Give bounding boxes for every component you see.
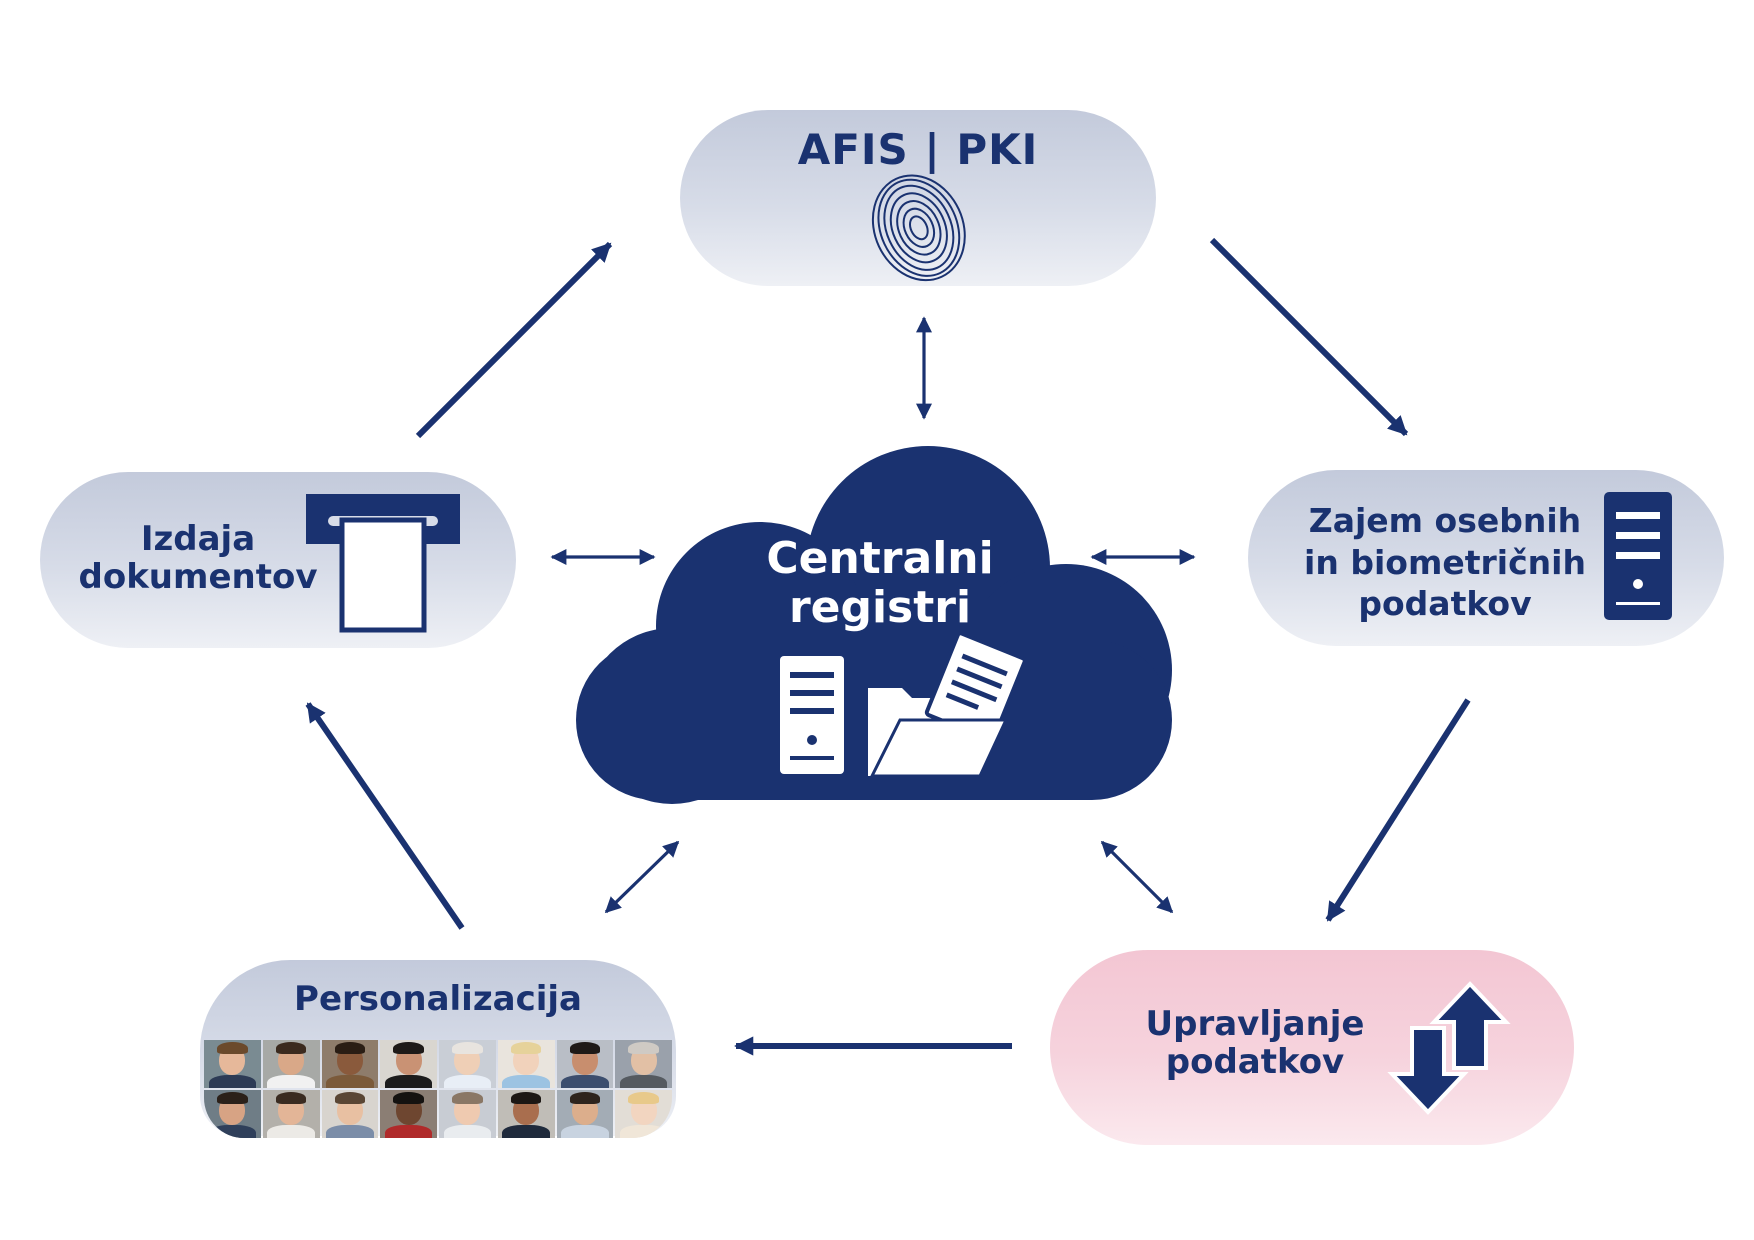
portrait-body bbox=[326, 1074, 374, 1088]
portrait-body bbox=[502, 1124, 550, 1138]
portrait-body bbox=[502, 1074, 550, 1088]
up-down-arrows-icon bbox=[1387, 981, 1511, 1115]
center-title-line1: Centralni bbox=[766, 533, 994, 584]
portrait-thumbnail bbox=[204, 1090, 261, 1138]
portrait-hair bbox=[334, 1091, 366, 1105]
portrait-body bbox=[561, 1074, 609, 1088]
portrait-body bbox=[561, 1124, 609, 1138]
portrait-hair bbox=[452, 1041, 483, 1055]
arrow-personalizacija-to-izdaja bbox=[305, 702, 465, 930]
document-dispenser-icon bbox=[306, 494, 460, 633]
portrait-hair bbox=[510, 1041, 542, 1055]
portrait-body bbox=[619, 1124, 668, 1138]
afis-pki-node bbox=[680, 110, 1156, 286]
portrait-body bbox=[619, 1074, 668, 1088]
portrait-hair bbox=[393, 1041, 424, 1055]
portrait-thumbnail bbox=[439, 1090, 496, 1138]
portrait-thumbnail bbox=[380, 1040, 437, 1088]
portrait-hair bbox=[275, 1091, 307, 1105]
portrait-body bbox=[443, 1074, 492, 1088]
server-icon bbox=[780, 656, 844, 774]
portrait-hair bbox=[569, 1041, 601, 1055]
portrait-body bbox=[326, 1124, 374, 1138]
zajem-label-line1: Zajem osebnih bbox=[1308, 501, 1582, 540]
zajem-label-line2: in biometričnih bbox=[1304, 542, 1586, 582]
portrait-thumbnail bbox=[556, 1040, 614, 1088]
center-title-line2: registri bbox=[788, 582, 972, 634]
portrait-thumbnail bbox=[321, 1090, 379, 1138]
portrait-body bbox=[443, 1124, 492, 1138]
portrait-thumbnail bbox=[556, 1090, 614, 1138]
upravljanje-label-line2: podatkov bbox=[1165, 1042, 1345, 1083]
portrait-body bbox=[384, 1074, 433, 1088]
portrait-hair bbox=[217, 1091, 248, 1105]
portrait-thumbnail bbox=[380, 1090, 437, 1138]
upravljanje-label: Upravljanje podatkov bbox=[1130, 1005, 1380, 1081]
folder-document-icon bbox=[868, 631, 1027, 778]
arrow-zajem-to-upravljanje bbox=[1325, 698, 1471, 922]
arrow-cloud-personalizacija bbox=[604, 840, 680, 914]
arrow-cloud-upravljanje bbox=[1100, 840, 1174, 914]
portrait-body bbox=[208, 1074, 257, 1088]
portrait-thumbnail bbox=[204, 1040, 261, 1088]
portrait-hair bbox=[275, 1041, 307, 1055]
portrait-hair bbox=[569, 1091, 601, 1105]
arrow-afis-to-zajem bbox=[1209, 237, 1409, 437]
portrait-hair bbox=[334, 1041, 366, 1055]
afis-pki-label: AFIS | PKI bbox=[797, 125, 1039, 174]
center-title: Centralni registri bbox=[700, 534, 1060, 633]
izdaja-label-line2: dokumentov bbox=[78, 557, 318, 598]
personalizacija-label: Personalizacija bbox=[294, 979, 582, 1019]
portrait-hair bbox=[217, 1041, 248, 1055]
upravljanje-label-line1: Upravljanje bbox=[1145, 1004, 1365, 1044]
portrait-thumbnail bbox=[615, 1090, 672, 1138]
portrait-thumbnail bbox=[321, 1040, 379, 1088]
zajem-label: Zajem osebnih in biometričnih podatkov bbox=[1300, 500, 1590, 625]
portrait-hair bbox=[452, 1091, 483, 1105]
portrait-thumbnail bbox=[262, 1090, 320, 1138]
portrait-body bbox=[384, 1124, 433, 1138]
portrait-hair bbox=[393, 1091, 424, 1105]
portrait-thumbnail bbox=[262, 1040, 320, 1088]
cycle-arrows bbox=[305, 237, 1471, 1056]
portrait-thumbnail bbox=[615, 1040, 672, 1088]
portrait-hair bbox=[628, 1091, 659, 1105]
portrait-body bbox=[267, 1074, 315, 1088]
zajem-label-line3: podatkov bbox=[1358, 584, 1532, 624]
portrait-body bbox=[208, 1124, 257, 1138]
portrait-thumbnail bbox=[497, 1090, 555, 1138]
izdaja-label-line1: Izdaja bbox=[140, 519, 256, 559]
arrow-izdaja-to-afis bbox=[415, 241, 613, 439]
portrait-hair bbox=[628, 1041, 659, 1055]
portrait-thumbnail bbox=[497, 1040, 555, 1088]
fingerprint-icon bbox=[871, 174, 966, 282]
portrait-thumbnail bbox=[439, 1040, 496, 1088]
zajem-server-icon bbox=[1604, 492, 1672, 620]
portrait-body bbox=[267, 1124, 315, 1138]
portrait-hair bbox=[510, 1091, 542, 1105]
izdaja-label: Izdaja dokumentov bbox=[70, 520, 326, 596]
bidirectional-arrows bbox=[550, 316, 1196, 914]
portrait-grid bbox=[204, 1040, 672, 1138]
